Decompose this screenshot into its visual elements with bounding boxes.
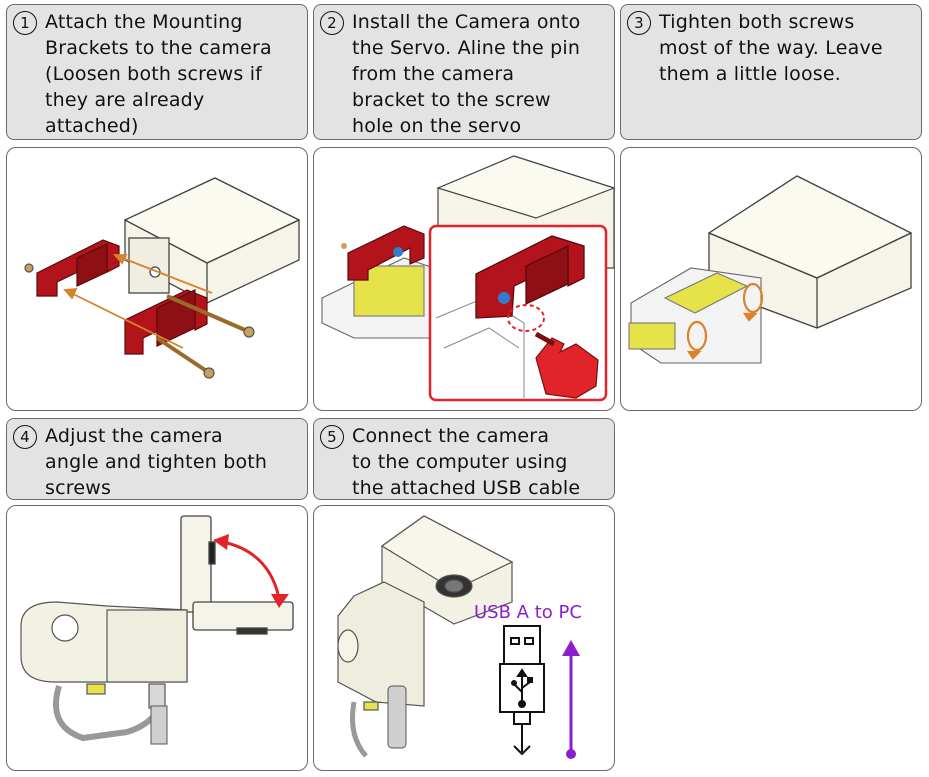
screw-hole-highlight <box>507 304 545 332</box>
step-3-illustration <box>620 147 922 411</box>
camera-module-icon <box>180 515 294 635</box>
servo-icon <box>20 601 188 709</box>
camera-module-icon <box>123 177 301 304</box>
step-5-text: Connect the camera to the computer using… <box>352 425 581 499</box>
usb-symbol-icon <box>511 668 533 708</box>
cable-icon <box>350 701 368 758</box>
mount-post-icon <box>387 685 407 749</box>
step-2-text: Install the Camera onto the Servo. Aline… <box>352 11 581 137</box>
swing-arrow-icon <box>213 534 289 608</box>
step-3-number: 3 <box>627 11 651 35</box>
servo-icon <box>628 267 762 364</box>
step-4-header: 4 Adjust the camera angle and tighten bo… <box>6 418 308 500</box>
tighten-screws-drawing <box>628 175 913 364</box>
servo-install-drawing <box>321 155 614 402</box>
usb-label: USB A to PC <box>474 602 582 623</box>
step-5-illustration: USB A to PC <box>313 505 615 771</box>
mounting-bracket-icon <box>341 225 425 281</box>
bracket-assembly-drawing <box>24 177 301 379</box>
step-1-illustration <box>6 147 308 411</box>
arrow-icon <box>63 254 213 349</box>
screw-icon <box>24 263 255 379</box>
step-5-number: 5 <box>320 425 344 449</box>
cable-icon <box>53 685 160 742</box>
alignment-pin-icon <box>498 292 510 304</box>
step-5-header: 5 Connect the camera to the computer usi… <box>313 418 615 500</box>
usb-connect-drawing <box>337 515 580 759</box>
upward-arrow-icon <box>562 640 580 759</box>
step-2-illustration <box>313 147 615 411</box>
step-3-text: Tighten both screws most of the way. Lea… <box>659 11 883 85</box>
servo-icon <box>337 581 425 711</box>
adjust-angle-drawing <box>20 515 294 745</box>
step-1-number: 1 <box>13 11 37 35</box>
step-4-number: 4 <box>13 425 37 449</box>
step-3-header: 3 Tighten both screws most of the way. L… <box>620 4 922 140</box>
mount-post-icon <box>150 705 168 745</box>
step-2-header: 2 Install the Camera onto the Servo. Ali… <box>313 4 615 140</box>
step-2-number: 2 <box>320 11 344 35</box>
servo-icon <box>321 257 435 339</box>
step-4-illustration <box>6 505 308 771</box>
step-1-header: 1 Attach the Mounting Brackets to the ca… <box>6 4 308 140</box>
step-4-text: Adjust the camera angle and tighten both… <box>45 425 268 499</box>
pointing-hand-icon <box>534 331 599 399</box>
rotate-arrow-icon <box>686 282 764 360</box>
step-1-text: Attach the Mounting Brackets to the came… <box>45 11 272 137</box>
